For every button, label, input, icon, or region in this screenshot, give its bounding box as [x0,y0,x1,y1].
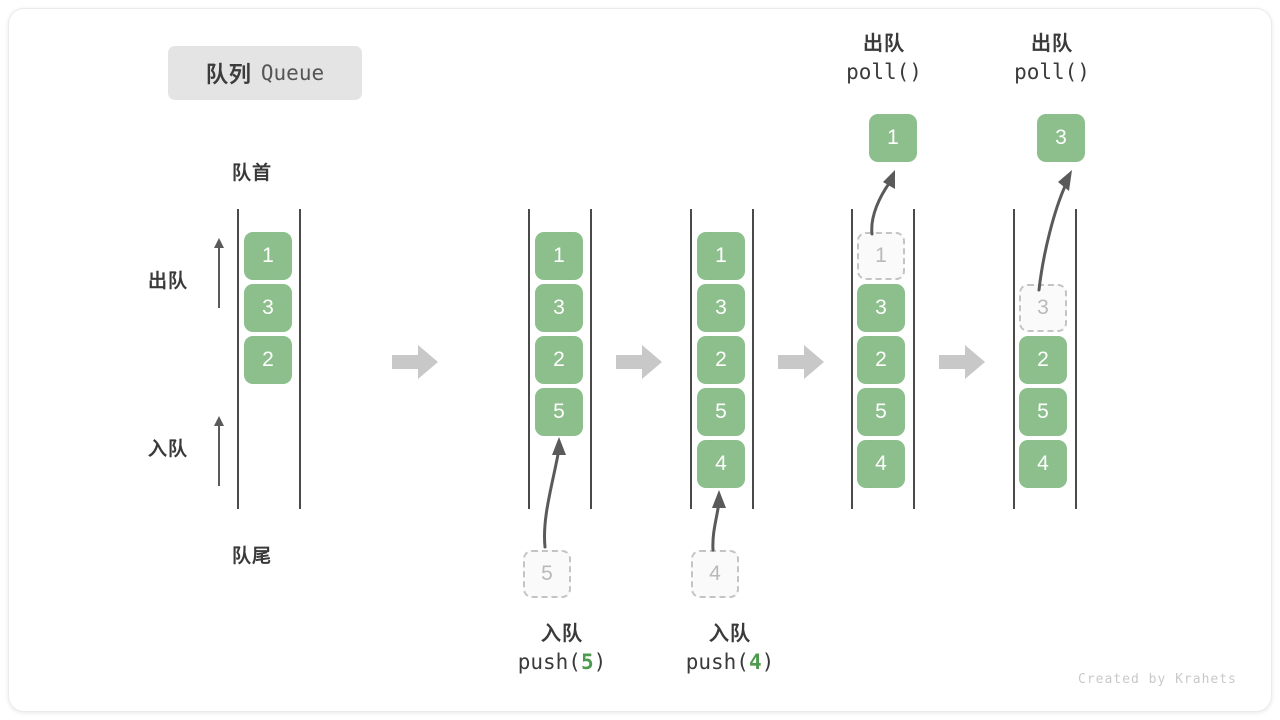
queue-cell: 2 [697,336,745,384]
poll-1-code: poll() [846,60,922,85]
rail-left-stage-2 [528,209,530,509]
queue-cell: 5 [1019,388,1067,436]
queue-cell: 3 [244,284,292,332]
push-4-label: 入队 [709,623,751,645]
poll-2-label: 出队 [1031,33,1073,55]
queue-cell: 4 [1019,440,1067,488]
rail-right-stage-1 [299,209,301,509]
queue-cell: 5 [535,388,583,436]
queue-cell: 4 [697,440,745,488]
outgoing-slot-ghost: 1 [857,232,905,280]
queue-cell: 2 [535,336,583,384]
push-4-code: push(4) [685,650,775,675]
title-label-cn: 队列 [205,62,252,87]
enqueue-direction-arrow-icon [214,416,224,486]
enqueue-direction-label: 入队 [148,439,189,460]
rail-right-stage-3 [752,209,754,509]
queue-cell: 2 [857,336,905,384]
flow-arrow-icon [392,345,438,379]
poll-1-caption: 出队 poll() [814,30,954,88]
queue-cell: 2 [1019,336,1067,384]
queue-cell: 2 [244,336,292,384]
push-5-code: push(5) [517,650,607,675]
incoming-element-ghost: 5 [523,550,571,598]
queue-cell: 1 [535,232,583,280]
push-4-caption: 入队 push(4) [646,620,814,678]
queue-cell: 5 [857,388,905,436]
title-badge: 队列 Queue [168,46,362,100]
queue-tail-label: 队尾 [232,546,273,567]
popped-element: 1 [869,114,917,162]
outgoing-slot-ghost: 3 [1019,284,1067,332]
queue-cell: 5 [697,388,745,436]
queue-head-label: 队首 [232,163,273,184]
queue-cell: 3 [857,284,905,332]
rail-right-stage-2 [590,209,592,509]
poll-1-label: 出队 [863,33,905,55]
rail-right-stage-5 [1075,209,1077,509]
watermark: Created by Krahets [1078,672,1237,687]
poll-2-caption: 出队 poll() [982,30,1122,88]
queue-cell: 3 [697,284,745,332]
incoming-element-ghost: 4 [691,550,739,598]
flow-arrow-icon [939,345,985,379]
push-5-caption: 入队 push(5) [478,620,646,678]
queue-cell: 1 [244,232,292,280]
popped-element: 3 [1037,114,1085,162]
queue-cell: 3 [535,284,583,332]
flow-arrow-icon [616,345,662,379]
flow-arrow-icon [778,345,824,379]
rail-left-stage-4 [851,209,853,509]
queue-cell: 1 [697,232,745,280]
poll-2-code: poll() [1014,60,1090,85]
push-5-label: 入队 [541,623,583,645]
dequeue-direction-label: 出队 [148,271,189,292]
dequeue-direction-arrow-icon [214,238,224,308]
title-label-en: Queue [260,61,325,85]
queue-cell: 4 [857,440,905,488]
rail-left-stage-3 [690,209,692,509]
rail-left-stage-1 [237,209,239,509]
rail-right-stage-4 [913,209,915,509]
rail-left-stage-5 [1013,209,1015,509]
